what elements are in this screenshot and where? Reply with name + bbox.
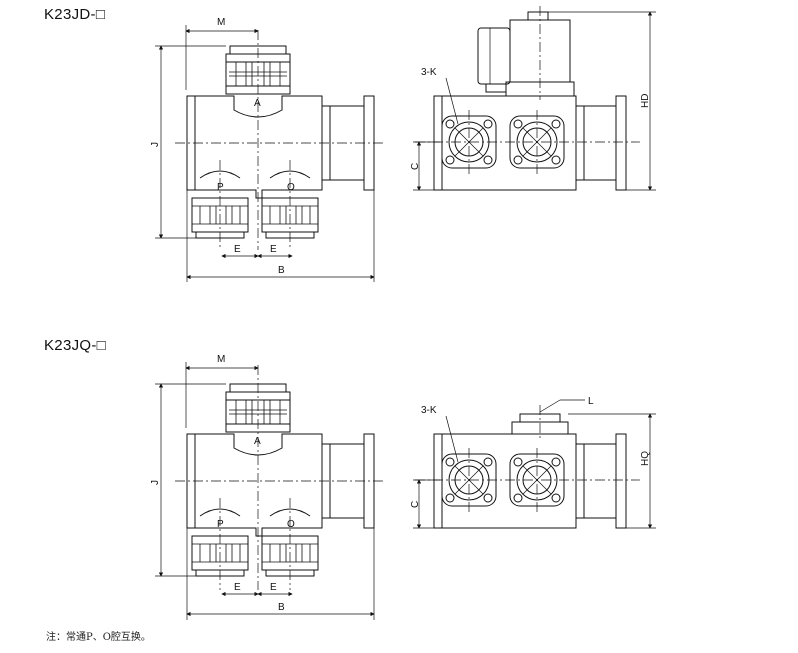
dim-j-label-top: J [150,142,161,147]
dim-m-label-bottom: M [217,354,225,365]
dim-m-label-top: M [217,17,225,28]
top-model-title: K23JD-□ [44,6,106,23]
footnote: 注：常通P、O腔互换。 [46,632,151,643]
port-o-label-top: O [287,182,295,193]
dim-hd-label: HD [640,94,651,108]
port-p-label-top: P [217,182,224,193]
port-o-label-bottom: O [287,519,295,530]
dim-e-label-bottom-2: E [270,582,277,593]
dim-e-label-top-1: E [234,244,241,255]
port-p-label-bottom: P [217,519,224,530]
port-a-label-top: A [254,98,261,109]
dim-hq-label: HQ [640,451,651,466]
dim-c-label-top: C [410,163,421,170]
side-view-bottom [413,399,656,529]
dim-e-label-bottom-1: E [234,582,241,593]
dim-b-label-top: B [278,265,285,276]
dim-b-label-bottom: B [278,602,285,613]
front-view-bottom [155,362,385,620]
front-view-top [155,25,385,282]
dim-e-label-top-2: E [270,244,277,255]
dim-j-label-bottom: J [150,480,161,485]
bottom-model-title: K23JQ-□ [44,337,107,354]
side-view-top [413,6,656,191]
port-a-label-bottom: A [254,436,261,447]
dim-3k-label-bottom: 3-K [421,405,437,416]
dim-c-label-bottom: C [410,501,421,508]
dim-3k-label-top: 3-K [421,67,437,78]
dim-l-label: L [588,396,594,407]
